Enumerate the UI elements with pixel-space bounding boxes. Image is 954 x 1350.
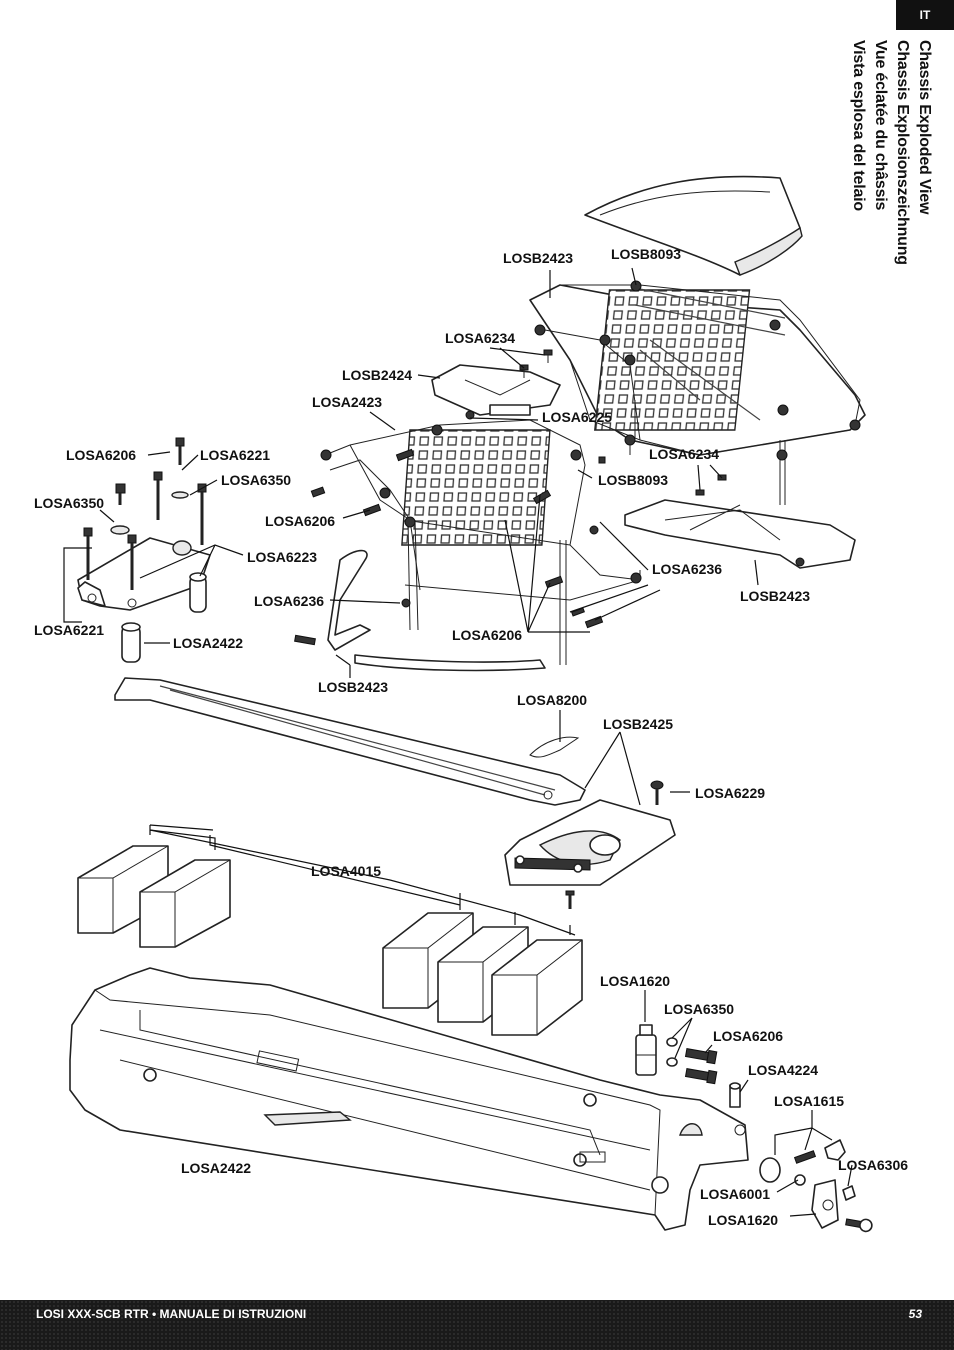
rear-cage-brace bbox=[624, 499, 856, 569]
label-losb8093-top: LOSB8093 bbox=[611, 246, 681, 262]
label-losa6223: LOSA6223 bbox=[247, 549, 317, 565]
label-losa6234-top: LOSA6234 bbox=[445, 330, 515, 346]
title-german: Chassis Explosionszeichnung bbox=[894, 40, 911, 265]
page-titles: Chassis Exploded View Chassis Explosions… bbox=[825, 40, 935, 300]
side-tube-bars bbox=[327, 549, 546, 672]
steering-linkage-parts bbox=[759, 1139, 873, 1233]
rear-wing bbox=[584, 175, 803, 276]
label-losa6236-right: LOSA6236 bbox=[652, 561, 722, 577]
rear-roll-cage bbox=[529, 280, 866, 505]
exploded-view-diagram: LOSB2423 LOSB8093 LOSA6234 LOSB2424 LOSA… bbox=[34, 175, 908, 1233]
label-losa8200: LOSA8200 bbox=[517, 692, 587, 708]
front-cage-brace bbox=[431, 364, 561, 416]
front-roll-cage bbox=[320, 410, 642, 665]
leader-lines bbox=[63, 267, 853, 1217]
label-losb8093-mid: LOSB8093 bbox=[598, 472, 668, 488]
page-number: 53 bbox=[908, 1307, 922, 1321]
label-losb2423-bottom: LOSB2423 bbox=[318, 679, 388, 695]
servo-hardware bbox=[635, 1024, 741, 1108]
label-losb2425: LOSB2425 bbox=[603, 716, 673, 732]
label-losa1620-bottom: LOSA1620 bbox=[708, 1212, 778, 1228]
label-losa6206-left: LOSA6206 bbox=[66, 447, 136, 463]
label-losb2423-top: LOSB2423 bbox=[503, 250, 573, 266]
label-losa6221-left: LOSA6221 bbox=[34, 622, 104, 638]
standoff-spacers bbox=[121, 572, 207, 663]
label-losa6350-bottom: LOSA6350 bbox=[664, 1001, 734, 1017]
label-losa4015: LOSA4015 bbox=[311, 863, 381, 879]
footer-manual-title: LOSI XXX-SCB RTR • MANUALE DI ISTRUZIONI bbox=[36, 1307, 307, 1321]
chassis-top-brace bbox=[114, 677, 586, 806]
title-english: Chassis Exploded View bbox=[916, 40, 933, 215]
label-losa6001: LOSA6001 bbox=[700, 1186, 770, 1202]
label-losa6234-right: LOSA6234 bbox=[649, 446, 719, 462]
label-losb2424: LOSB2424 bbox=[342, 367, 412, 383]
label-losa6306: LOSA6306 bbox=[838, 1157, 908, 1173]
label-losa6206-bottom: LOSA6206 bbox=[452, 627, 522, 643]
weight-blocks bbox=[77, 845, 583, 1036]
label-losa4224: LOSA4224 bbox=[748, 1062, 818, 1078]
front-bumper-plate bbox=[77, 537, 211, 611]
body-clip bbox=[529, 736, 580, 758]
label-losa6236-left: LOSA6236 bbox=[254, 593, 324, 609]
main-chassis-tub bbox=[69, 967, 749, 1231]
label-losa1620-top: LOSA1620 bbox=[600, 973, 670, 989]
label-losa1615: LOSA1615 bbox=[774, 1093, 844, 1109]
label-losa6225: LOSA6225 bbox=[542, 409, 612, 425]
label-losa2423: LOSA2423 bbox=[312, 394, 382, 410]
label-losa2422-front: LOSA2422 bbox=[173, 635, 243, 651]
title-italian: Vista esplosa del telaio bbox=[850, 40, 867, 211]
title-french: Vue éclatée du châssis bbox=[872, 40, 889, 211]
servo-saver-mount bbox=[504, 780, 676, 909]
label-losa6206-mid: LOSA6206 bbox=[265, 513, 335, 529]
page-footer: LOSI XXX-SCB RTR • MANUALE DI ISTRUZIONI… bbox=[0, 1300, 954, 1350]
label-losb2423-right: LOSB2423 bbox=[740, 588, 810, 604]
front-plate-screws bbox=[83, 437, 207, 590]
label-losa6221-top: LOSA6221 bbox=[200, 447, 270, 463]
label-losa6350-left: LOSA6350 bbox=[34, 495, 104, 511]
part-labels: LOSB2423 LOSB8093 LOSA6234 LOSB2424 LOSA… bbox=[34, 246, 908, 1228]
label-losa6206-servo: LOSA6206 bbox=[713, 1028, 783, 1044]
label-losa6229: LOSA6229 bbox=[695, 785, 765, 801]
label-losa6350-top: LOSA6350 bbox=[221, 472, 291, 488]
label-losa2422-tub: LOSA2422 bbox=[181, 1160, 251, 1176]
language-tab: IT bbox=[896, 0, 954, 30]
